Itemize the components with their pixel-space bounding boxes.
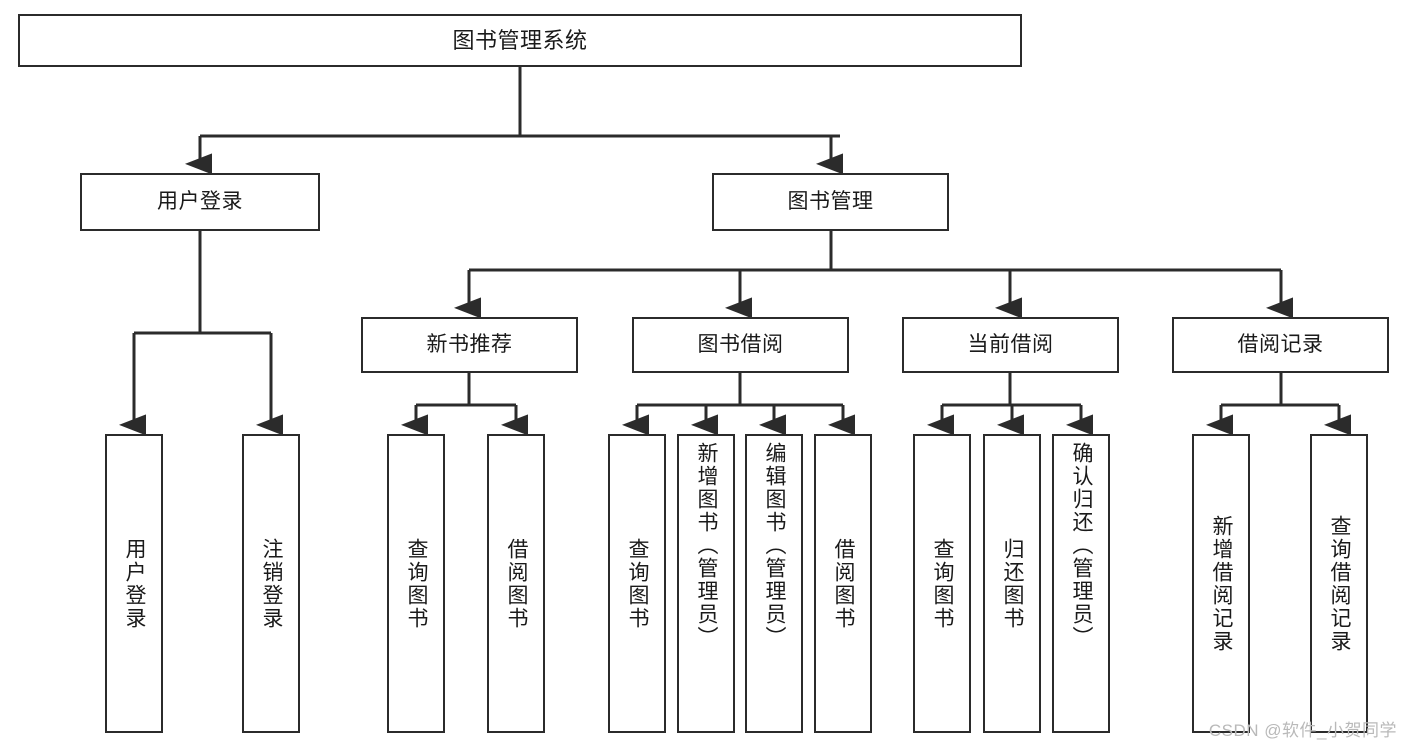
node-leaf-return-book-label: 归还图书 [1001,537,1025,630]
node-leaf-add-book-label: 新增图书（管理员） [695,442,719,649]
node-leaf-confirm-return-label: 确认归还（管理员） [1070,442,1094,649]
node-leaf-user-login[interactable]: 用户登录 [105,434,163,733]
node-leaf-query-book-2-label: 查询图书 [626,537,650,630]
node-leaf-return-book[interactable]: 归还图书 [983,434,1041,733]
node-new-book-recommend-label: 新书推荐 [426,332,513,356]
node-leaf-query-record[interactable]: 查询借阅记录 [1310,434,1368,733]
node-root-system[interactable]: 图书管理系统 [18,14,1022,67]
node-current-borrow[interactable]: 当前借阅 [902,317,1119,373]
node-leaf-confirm-return[interactable]: 确认归还（管理员） [1052,434,1110,733]
node-leaf-logout-label: 注销登录 [260,537,284,630]
node-leaf-logout[interactable]: 注销登录 [242,434,300,733]
csdn-watermark: CSDN @软件_小贺同学 [1208,721,1397,740]
node-new-book-recommend[interactable]: 新书推荐 [361,317,578,373]
node-leaf-user-login-label: 用户登录 [123,537,147,630]
node-leaf-edit-book-label: 编辑图书（管理员） [763,442,787,649]
node-leaf-edit-book[interactable]: 编辑图书（管理员） [745,434,803,733]
node-book-manage-label: 图书管理 [787,189,874,213]
node-book-borrow[interactable]: 图书借阅 [632,317,849,373]
node-leaf-add-record-label: 新增借阅记录 [1210,514,1234,653]
node-leaf-borrow-book-1-label: 借阅图书 [505,537,529,630]
node-leaf-borrow-book-2[interactable]: 借阅图书 [814,434,872,733]
node-leaf-borrow-book-1[interactable]: 借阅图书 [487,434,545,733]
node-borrow-record[interactable]: 借阅记录 [1172,317,1389,373]
node-root-system-label: 图书管理系统 [452,27,588,53]
node-leaf-add-record[interactable]: 新增借阅记录 [1192,434,1250,733]
node-leaf-query-book-1-label: 查询图书 [405,537,429,630]
node-book-manage[interactable]: 图书管理 [712,173,949,231]
node-leaf-query-book-3[interactable]: 查询图书 [913,434,971,733]
node-current-borrow-label: 当前借阅 [967,332,1054,356]
node-leaf-borrow-book-2-label: 借阅图书 [832,537,856,630]
node-leaf-query-book-3-label: 查询图书 [931,537,955,630]
node-leaf-add-book[interactable]: 新增图书（管理员） [677,434,735,733]
node-user-login[interactable]: 用户登录 [80,173,320,231]
node-leaf-query-book-1[interactable]: 查询图书 [387,434,445,733]
node-borrow-record-label: 借阅记录 [1237,332,1324,356]
node-book-borrow-label: 图书借阅 [697,332,784,356]
node-leaf-query-book-2[interactable]: 查询图书 [608,434,666,733]
node-leaf-query-record-label: 查询借阅记录 [1328,514,1352,653]
node-user-login-label: 用户登录 [157,189,243,213]
